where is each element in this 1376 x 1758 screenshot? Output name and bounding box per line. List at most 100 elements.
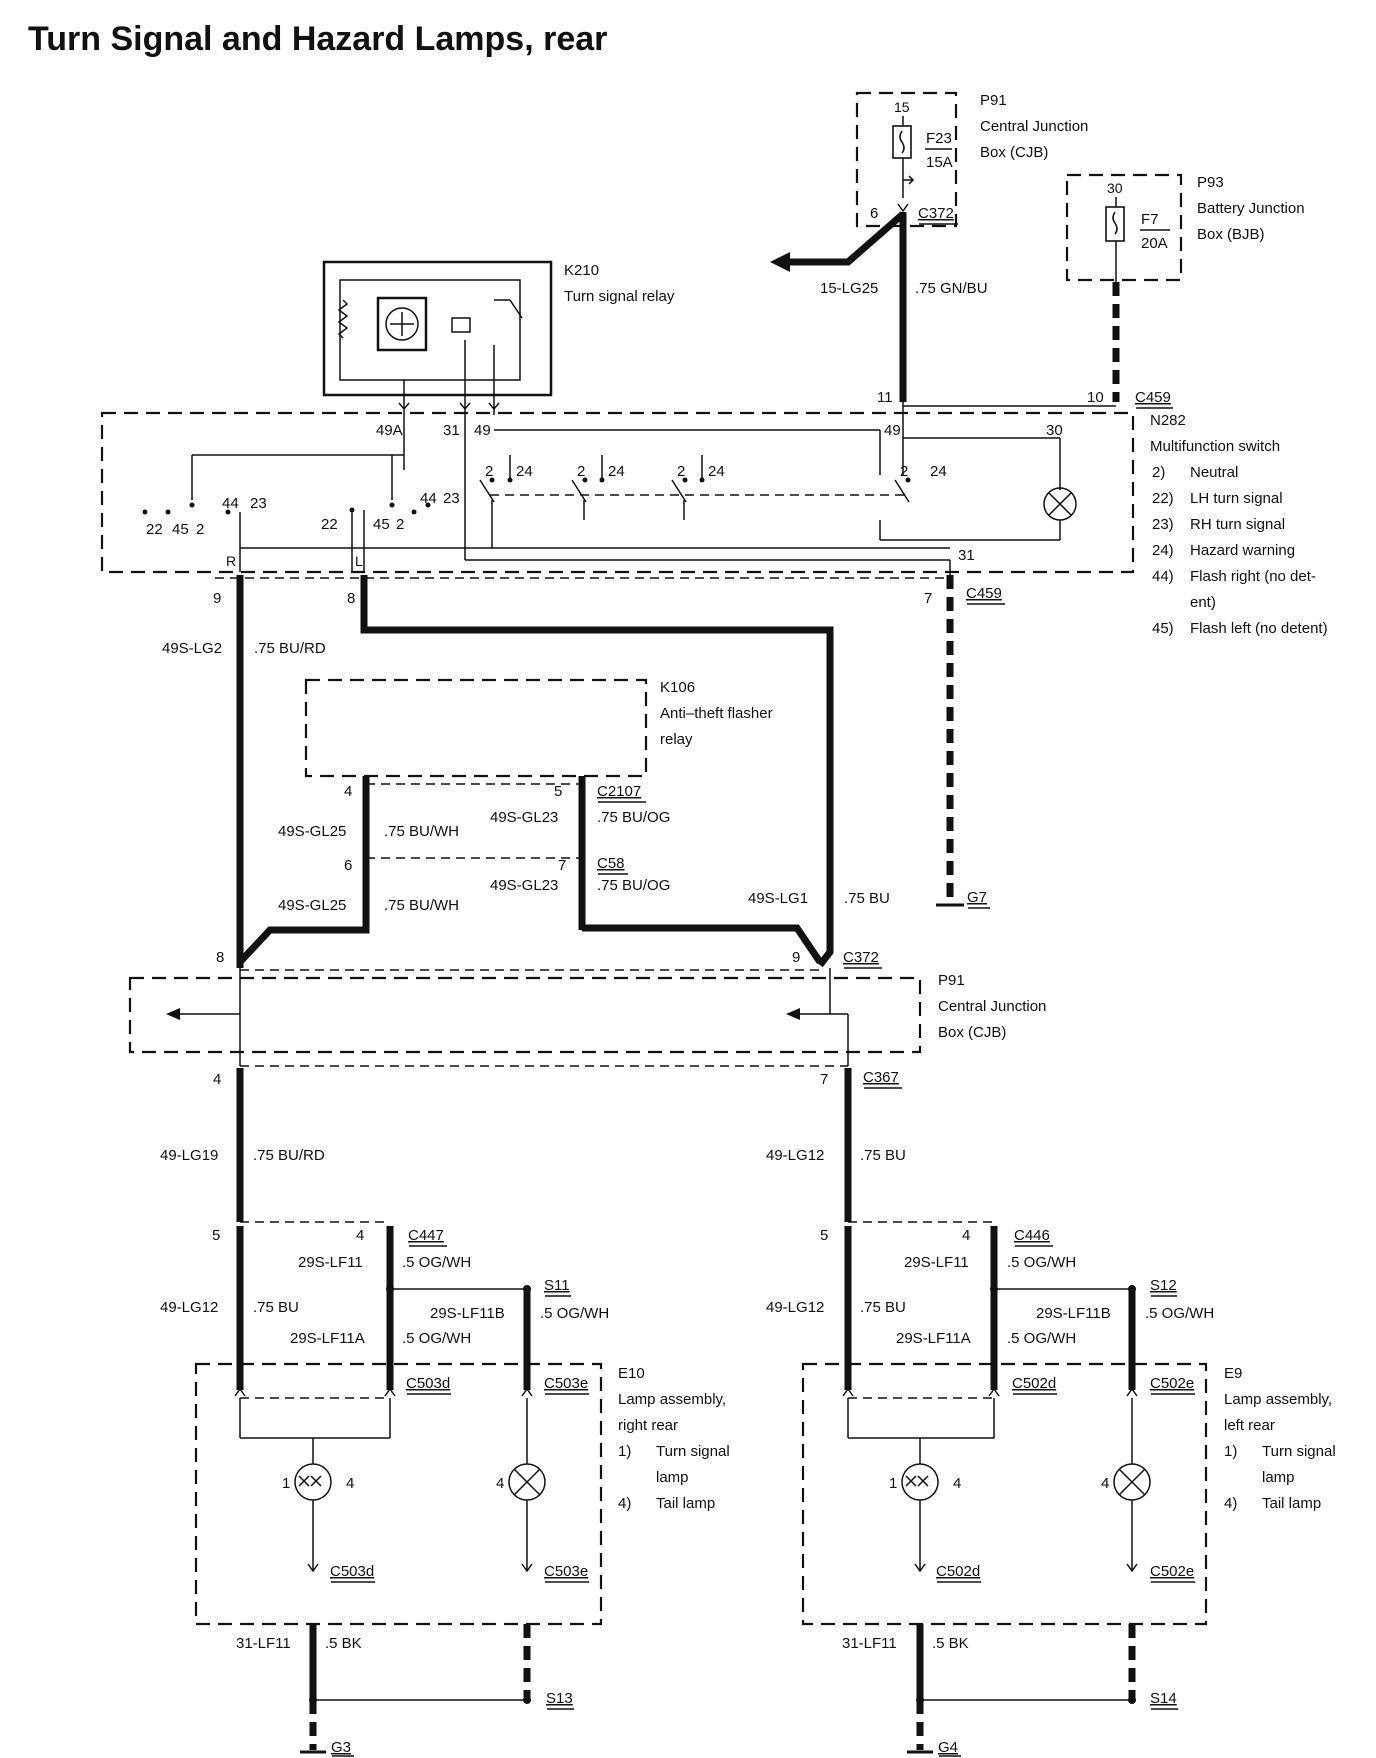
wire-label: 29S-LF11	[904, 1254, 969, 1271]
wire-label: 49-LG12	[766, 1299, 824, 1316]
p91-mid-id: P91	[938, 972, 965, 989]
wire-color: .75 BU/WH	[384, 823, 459, 840]
p91-top-id: P91	[980, 92, 1007, 109]
arrow-left-icon	[166, 1008, 180, 1020]
wire-label: 29S-LF11B	[1036, 1305, 1111, 1322]
wire-label: 49S-GL23	[490, 877, 558, 894]
wire-color: .5 OG/WH	[1007, 1254, 1076, 1271]
p91-mid-line2: Box (CJB)	[938, 1024, 1006, 1041]
switch-label: 23	[443, 490, 460, 507]
p93-line1: Battery Junction	[1197, 200, 1305, 217]
switch-label: 2	[677, 463, 685, 480]
pin-label: 6	[870, 205, 878, 222]
legend-text: lamp	[1262, 1469, 1295, 1486]
switch-label: 23	[250, 495, 267, 512]
connector-c58: C58	[597, 855, 625, 872]
pin-label: 4	[213, 1071, 221, 1088]
connector-c447: C447	[408, 1227, 444, 1244]
legend-num: 23)	[1152, 516, 1174, 533]
connector-c372-top: C372	[918, 205, 954, 222]
switch-label: 22	[146, 521, 163, 538]
p93-id: P93	[1197, 174, 1224, 191]
p91-top-fuse-box: 15 F23 15A P91 Central Junction Box (CJB…	[855, 91, 1088, 228]
pin-label: 31	[443, 422, 460, 439]
fuse-f23-icon	[892, 125, 912, 159]
legend-num: 4)	[618, 1495, 631, 1512]
pin-label: 8	[216, 949, 224, 966]
connector-c503e: C503e	[544, 1563, 588, 1580]
pin-label: 4	[1101, 1475, 1109, 1492]
ground-g3-label: G3	[331, 1739, 351, 1756]
connector-c502d: C502d	[1012, 1375, 1056, 1392]
pin-label: 4	[496, 1475, 504, 1492]
turn-signal-lamp-icon	[294, 1463, 332, 1501]
wire-label: 49-LG12	[766, 1147, 824, 1164]
p91-top-line1: Central Junction	[980, 118, 1088, 135]
switch-label: 45	[172, 521, 189, 538]
pin-label: 9	[213, 590, 221, 607]
k106-anti-theft-flasher-relay: K106 Anti–theft flasher relay	[304, 678, 773, 778]
wire-color: .75 BU/WH	[384, 897, 459, 914]
connector-c503d: C503d	[406, 1375, 450, 1392]
wire-color: .75 BU	[860, 1147, 906, 1164]
legend-text: Turn signal	[656, 1443, 730, 1460]
wire-color: .75 BU/RD	[253, 1147, 325, 1164]
wire-color: .5 BK	[325, 1635, 362, 1652]
legend-num: 24)	[1152, 542, 1174, 559]
p91-mid-cjb: P91 Central Junction Box (CJB)	[128, 972, 1046, 1054]
k210-desc: Turn signal relay	[564, 288, 675, 305]
legend-num: 2)	[1152, 464, 1165, 481]
fuse-f7-icon	[1105, 206, 1125, 242]
wire-color: .75 BU/OG	[597, 809, 670, 826]
wire-color: .5 BK	[932, 1635, 969, 1652]
switch-label: 24	[930, 463, 947, 480]
pin-label: 31	[958, 547, 975, 564]
switch-label: 2	[485, 463, 493, 480]
fuse-f23-label: F23	[926, 130, 952, 147]
wire-label: 29S-LF11A	[290, 1330, 365, 1347]
legend-text: Flash right (no det-	[1190, 568, 1316, 585]
legend-text: Flash left (no detent)	[1190, 620, 1328, 637]
wire-label: 49S-GL23	[490, 809, 558, 826]
pin-label: 4	[356, 1227, 364, 1244]
switch-label: 24	[608, 463, 625, 480]
arrow-left-icon	[770, 252, 790, 272]
connector-c503e: C503e	[544, 1375, 588, 1392]
legend-text: Turn signal	[1262, 1443, 1336, 1460]
wire-label: 49S-LG1	[748, 890, 808, 907]
wire-color: .5 OG/WH	[1007, 1330, 1076, 1347]
pin-label: 8	[347, 590, 355, 607]
wire-label: 49-LG12	[160, 1299, 218, 1316]
legend-text: Neutral	[1190, 464, 1238, 481]
k106-line2: relay	[660, 731, 693, 748]
switch-contacts: 2 24 2 24 2 24 2 24 22 45 2 4	[142, 455, 975, 572]
connector-c502e: C502e	[1150, 1563, 1194, 1580]
wire-color: .75 BU/RD	[254, 640, 326, 657]
legend-text: Tail lamp	[1262, 1495, 1321, 1512]
switch-label: 24	[516, 463, 533, 480]
switch-label: 45	[373, 516, 390, 533]
legend-text: Hazard warning	[1190, 542, 1295, 559]
pin-label: 5	[554, 783, 562, 800]
connector-c2107: C2107	[597, 783, 641, 800]
wire-49s-lg1	[360, 575, 834, 968]
e9-id: E9	[1224, 1365, 1242, 1382]
wire-label: 31-LF11	[842, 1635, 897, 1652]
pin-label: R	[226, 553, 236, 569]
splice-s12: S12	[1150, 1277, 1177, 1294]
wire-color: .75 BU/OG	[597, 877, 670, 894]
wire-15-lg25-branch	[790, 211, 906, 266]
wire-color: .75 BU	[253, 1299, 299, 1316]
pin-label: 7	[558, 857, 566, 874]
p91-mid-line1: Central Junction	[938, 998, 1046, 1015]
e10-lamp-assembly-right-rear: C503d C503e 1 4 C503d 4 C503e E10 Lamp a…	[194, 1362, 730, 1626]
fuse-f23-rating: 15A	[926, 154, 953, 171]
connector-c367: C367	[863, 1069, 899, 1086]
pin-label: 5	[820, 1227, 828, 1244]
legend-num: 22)	[1152, 490, 1174, 507]
wire-label: 29S-LF11	[298, 1254, 363, 1271]
pin-label: 4	[344, 783, 352, 800]
p93-fuse-box: 30 F7 20A P93 Battery Junction Box (BJB)	[1065, 173, 1305, 282]
splice-s13: S13	[546, 1690, 573, 1707]
